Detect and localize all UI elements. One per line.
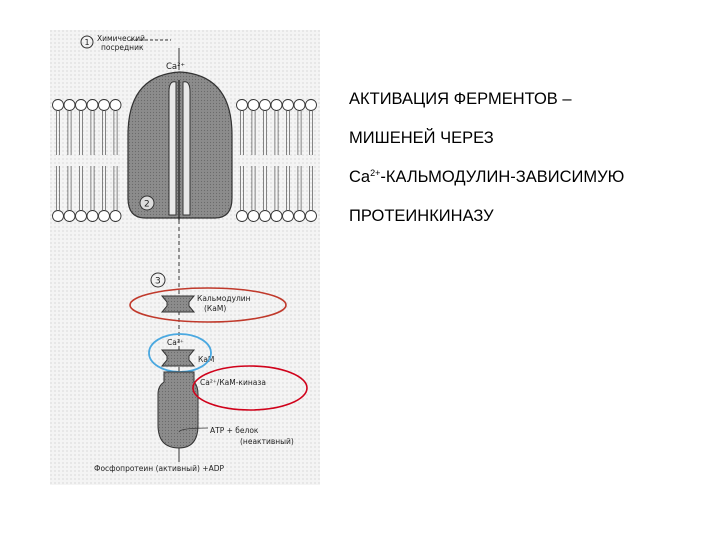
signaling-diagram: Ca²⁺ 1 Химический посредник 2 3 Кальмоду… xyxy=(50,30,320,485)
lipid-head xyxy=(52,99,64,111)
lipid-head xyxy=(305,99,317,111)
lipid-bilayer xyxy=(52,99,317,222)
calmodulin-shape xyxy=(160,295,196,313)
lipid-head xyxy=(247,99,260,111)
lipid-head xyxy=(236,210,248,222)
lipid-head xyxy=(52,210,64,222)
atp-label-line2: (неактивный) xyxy=(240,437,294,446)
lipid-head xyxy=(293,210,306,222)
svg-text:3: 3 xyxy=(155,277,161,287)
lipid-head xyxy=(293,99,306,111)
lipid-head xyxy=(305,210,317,222)
lipid-head xyxy=(282,99,294,111)
lipid-head xyxy=(109,210,122,222)
lipid-head xyxy=(75,99,87,111)
channel-protein xyxy=(127,71,233,220)
kinase-label: Ca²⁺/КаМ-киназа xyxy=(200,378,266,387)
lipid-head xyxy=(63,99,76,111)
title-line-3: Ca2+-КАЛЬМОДУЛИН-ЗАВИСИМУЮ xyxy=(349,168,625,186)
kam-short-label: КаМ xyxy=(198,355,214,364)
lipid-head xyxy=(270,210,283,222)
kinase-shape xyxy=(157,371,199,449)
lipid-head xyxy=(98,210,110,222)
lipid-head xyxy=(236,99,248,111)
svg-text:2: 2 xyxy=(144,200,150,210)
title-line-4: ПРОТЕИНКИНАЗУ xyxy=(349,207,494,225)
lipid-head xyxy=(259,99,271,111)
lipid-head xyxy=(282,210,294,222)
lipid-head xyxy=(270,99,283,111)
calmodulin-label-line1: Кальмодулин xyxy=(197,294,251,303)
messenger-label-line2: посредник xyxy=(101,43,144,52)
lipid-head xyxy=(259,210,271,222)
atp-pointer xyxy=(178,427,209,433)
lipid-head xyxy=(75,210,87,222)
diagram-svg: Ca²⁺ 1 Химический посредник 2 3 Кальмоду… xyxy=(50,30,320,485)
svg-text:1: 1 xyxy=(85,38,90,47)
slide-title: АКТИВАЦИЯ ФЕРМЕНТОВ – МИШЕНЕЙ ЧЕРЕЗ Ca2+… xyxy=(349,80,709,236)
lipid-head xyxy=(109,99,122,111)
lipid-head xyxy=(86,99,99,111)
lipid-head xyxy=(86,210,99,222)
title-line-2: МИШЕНЕЙ ЧЕРЕЗ xyxy=(349,129,494,147)
step-3-marker: 3 xyxy=(150,272,166,288)
ca-bound-label: Ca²⁺ xyxy=(167,338,184,347)
kinase-highlight-ellipse xyxy=(192,365,308,411)
step-2-marker: 2 xyxy=(139,195,155,211)
ca-calmodulin-shape xyxy=(160,349,196,367)
messenger-label-line1: Химический xyxy=(97,34,145,43)
step-1-marker: 1 xyxy=(80,35,94,49)
ca-channel-label: Ca²⁺ xyxy=(166,62,185,72)
lipid-head xyxy=(98,99,110,111)
calmodulin-highlight-ellipse xyxy=(129,287,287,323)
lipid-head xyxy=(63,210,76,222)
lipid-head xyxy=(247,210,260,222)
atp-label-line1: АТР + белок xyxy=(210,426,259,435)
phosphoprotein-label: Фосфопротеин (активный) +ADP xyxy=(94,464,224,473)
title-line-1: АКТИВАЦИЯ ФЕРМЕНТОВ – xyxy=(349,90,572,108)
calmodulin-label-line2: (КаМ) xyxy=(204,304,226,313)
